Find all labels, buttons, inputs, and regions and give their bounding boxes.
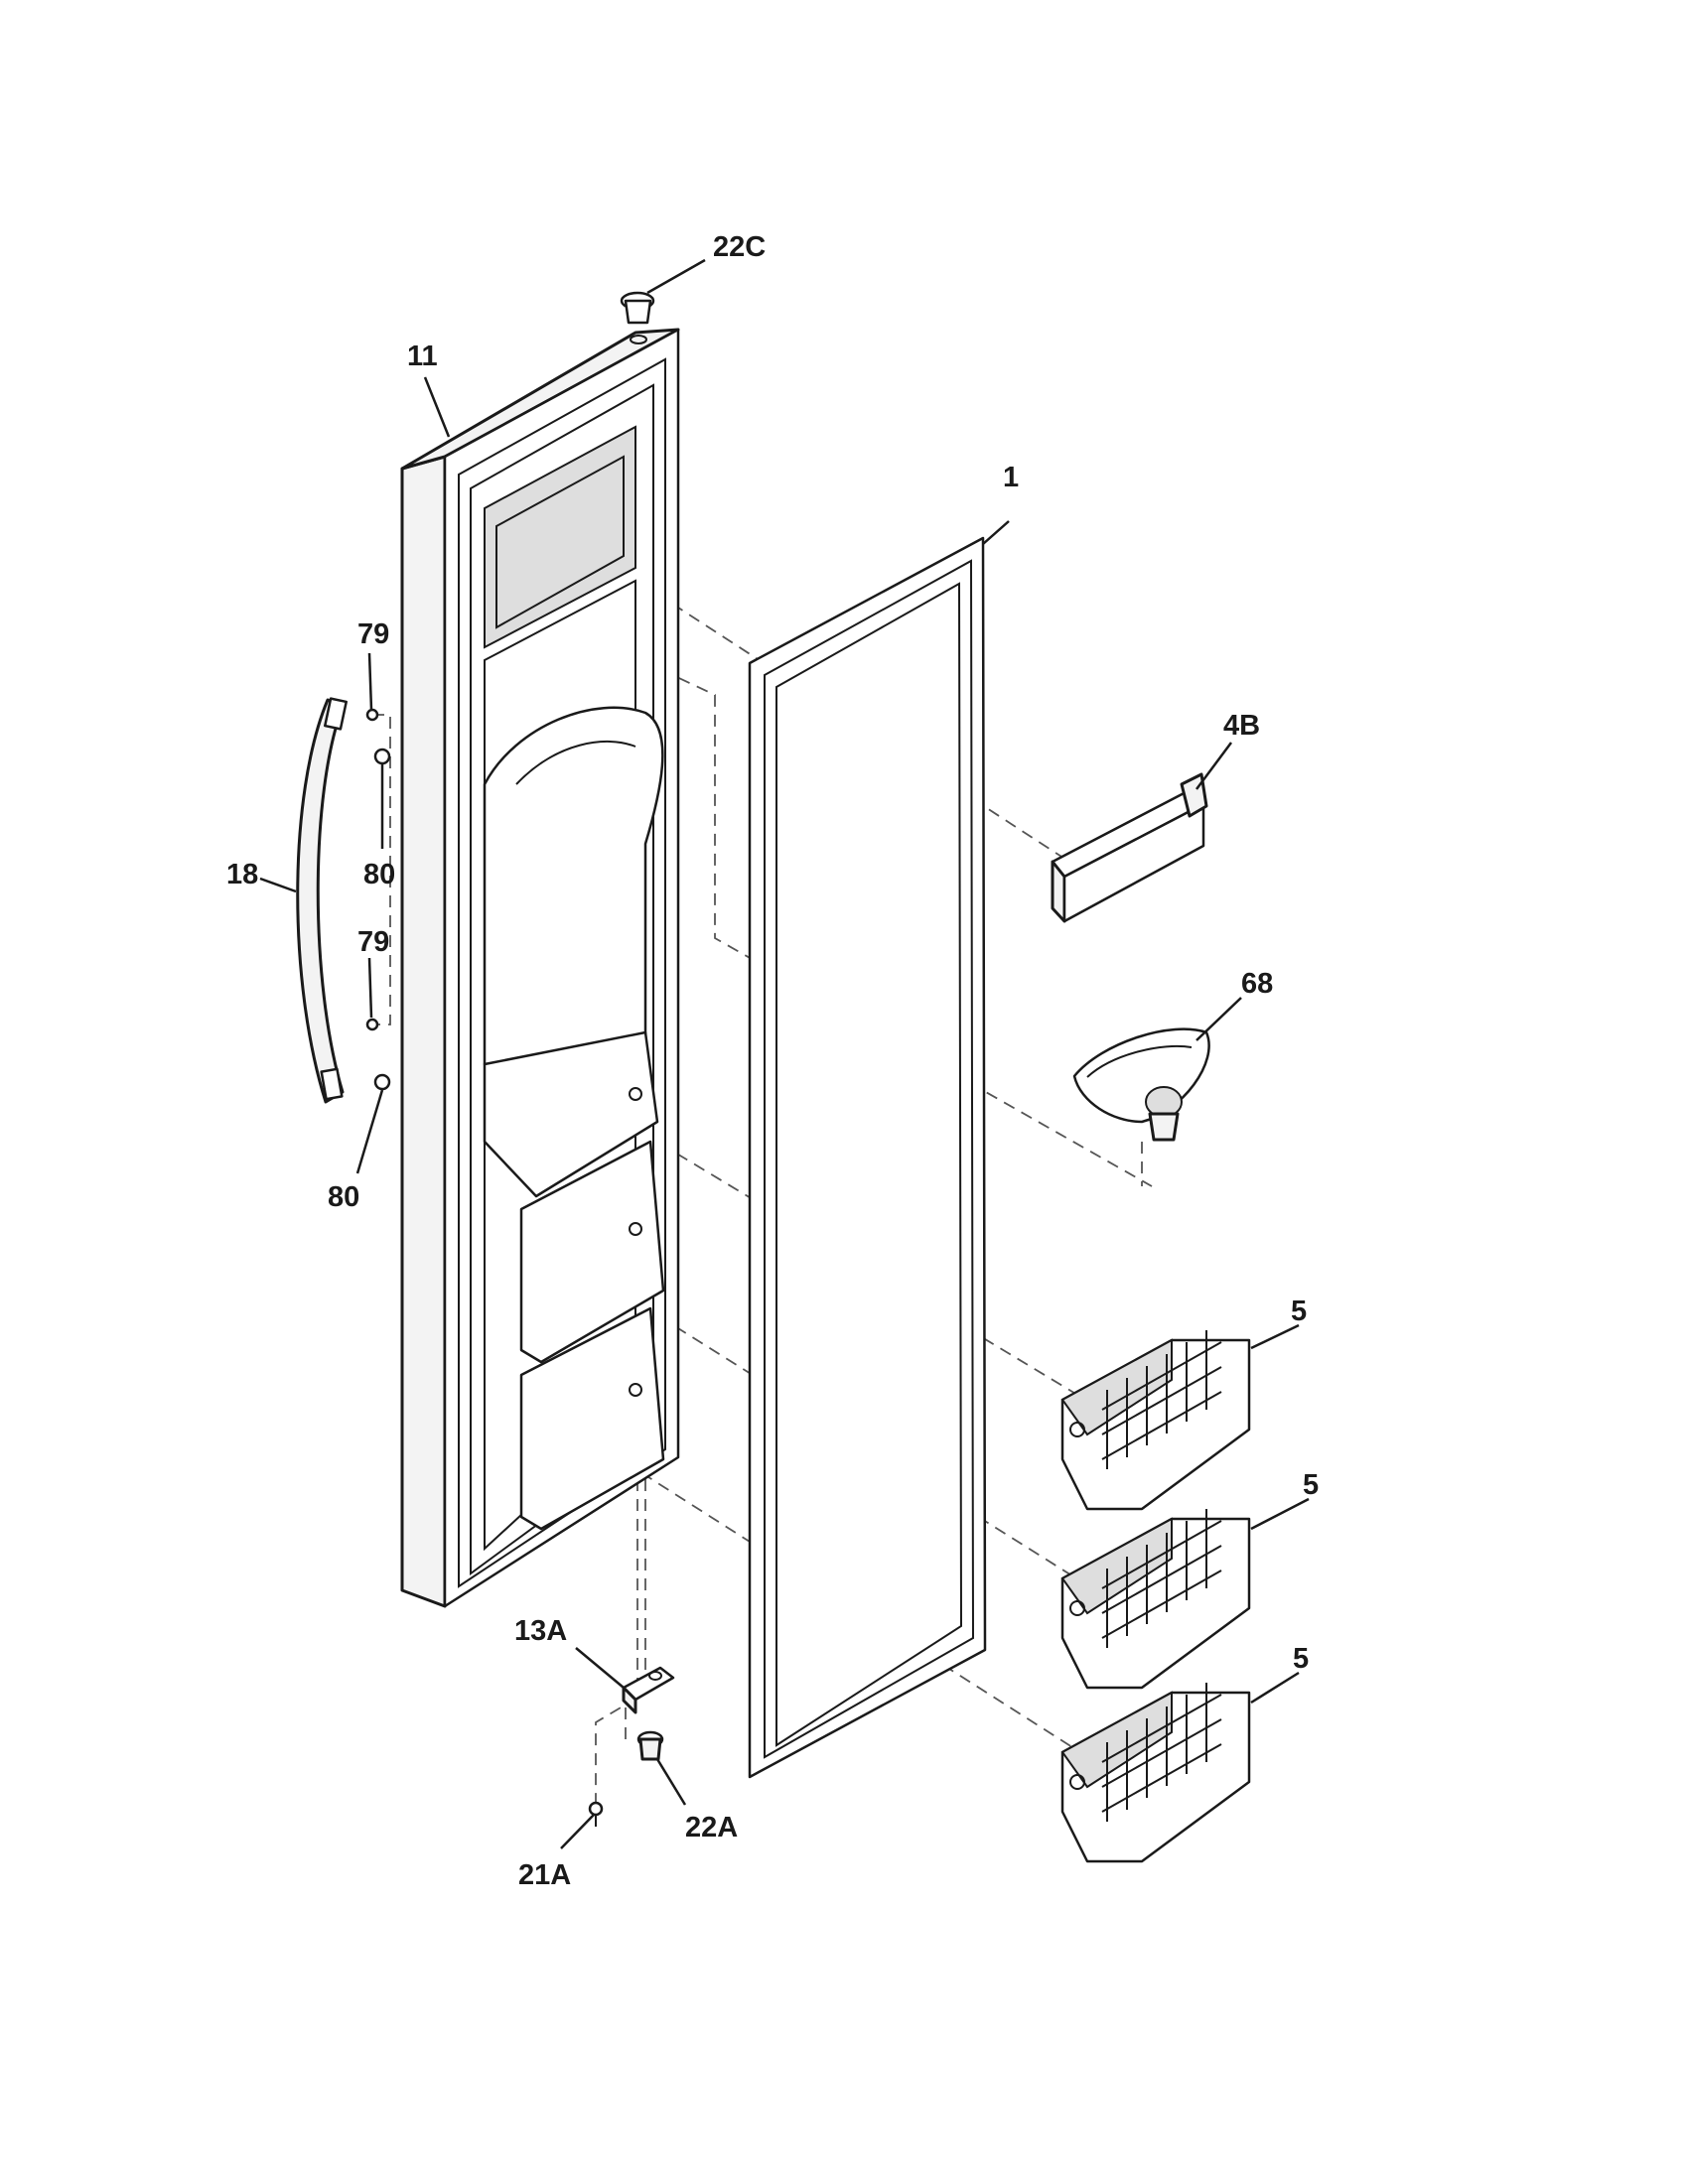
funnel-68	[1072, 1027, 1210, 1142]
callout-22a: 22A	[685, 1812, 738, 1843]
callout-4b: 4B	[1223, 710, 1260, 742]
callout-80-top: 80	[363, 859, 395, 890]
callout-79-bottom: 79	[357, 926, 389, 958]
callout-5-c: 5	[1293, 1643, 1309, 1675]
handle-18	[296, 697, 348, 1104]
callout-18: 18	[226, 859, 258, 890]
screw-21a	[588, 1801, 604, 1827]
callout-21a: 21A	[518, 1859, 571, 1891]
callout-79-top: 79	[357, 618, 389, 650]
callout-5-b: 5	[1303, 1469, 1319, 1501]
bushing-22a	[636, 1730, 664, 1761]
leader-lines	[259, 258, 1310, 1849]
handle-screws	[365, 708, 391, 1091]
door-panel-11	[400, 328, 680, 1608]
shelf-bin-4b	[1051, 772, 1208, 923]
door-basket-5-c	[1060, 1683, 1251, 1863]
door-basket-5-b	[1060, 1509, 1251, 1690]
hinge-bushing-22c	[620, 291, 655, 344]
gasket-1	[748, 536, 987, 1779]
door-basket-5-a	[1060, 1330, 1251, 1511]
callout-22c: 22C	[713, 231, 766, 263]
callout-11: 11	[407, 341, 438, 372]
callout-5-a: 5	[1291, 1296, 1307, 1327]
callout-13a: 13A	[514, 1615, 567, 1647]
callout-68: 68	[1241, 968, 1273, 1000]
callout-1: 1	[1003, 462, 1019, 493]
callout-labels: 22C 11 1 79 80 18 79 80 4B 68 5 5 5 13A …	[226, 231, 1319, 1891]
hinge-13a	[622, 1666, 675, 1714]
callout-80-bottom: 80	[328, 1181, 359, 1213]
